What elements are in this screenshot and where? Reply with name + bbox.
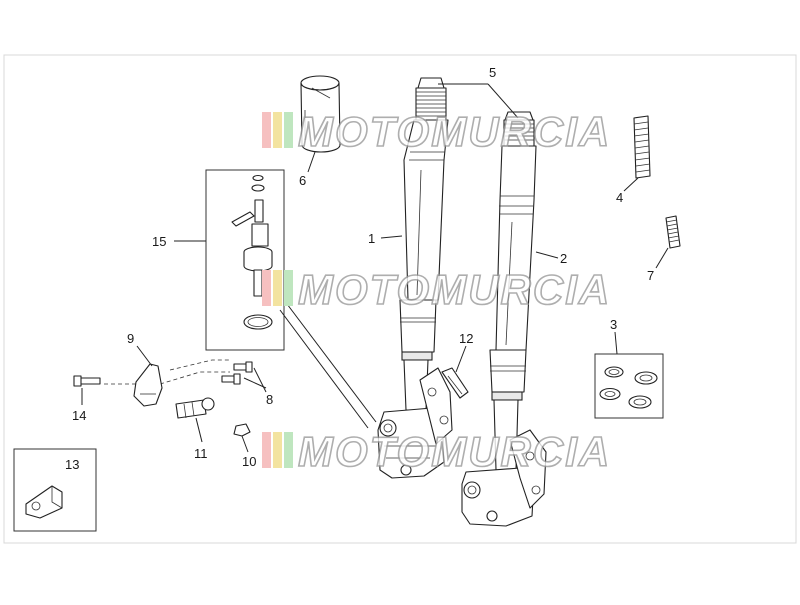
watermark-bar-red	[262, 432, 271, 468]
callout-11[interactable]: 11	[194, 446, 208, 461]
watermark: MOTOMURCIA	[262, 107, 611, 156]
callout-labels: 1 2 3 4 5 6 7 8 9 10 11 12 13 14 15	[65, 65, 654, 472]
watermark-bar-green	[284, 112, 293, 148]
watermark-bar-yellow	[273, 432, 282, 468]
callout-15[interactable]: 15	[152, 234, 166, 249]
seal-kit-box[interactable]	[594, 353, 664, 419]
callout-8[interactable]: 8	[266, 392, 273, 407]
callout-6[interactable]: 6	[299, 173, 306, 188]
callout-14[interactable]: 14	[72, 408, 86, 423]
spring-small[interactable]	[665, 215, 681, 249]
diagram-frame	[3, 54, 797, 544]
fork-leg-left[interactable]	[377, 77, 453, 479]
callout-7[interactable]: 7	[647, 268, 654, 283]
watermark-text: MOTOMURCIA	[298, 108, 611, 155]
watermark-bar-red	[262, 112, 271, 148]
clamp-box[interactable]	[13, 448, 97, 532]
leader-lines	[81, 83, 669, 453]
watermark-text: MOTOMURCIA	[298, 266, 611, 313]
callout-12[interactable]: 12	[459, 331, 473, 346]
callout-3[interactable]: 3	[610, 317, 617, 332]
watermark: MOTOMURCIA	[262, 265, 611, 314]
small-bracket-part[interactable]	[441, 367, 469, 399]
bracket-assembly[interactable]	[73, 359, 253, 437]
callout-10[interactable]: 10	[242, 454, 256, 469]
fork-cap-sleeve[interactable]	[300, 75, 341, 153]
watermark-text: MOTOMURCIA	[298, 428, 611, 475]
callout-5[interactable]: 5	[489, 65, 496, 80]
watermark-bar-red	[262, 270, 271, 306]
callout-9[interactable]: 9	[127, 331, 134, 346]
watermark-bar-yellow	[273, 270, 282, 306]
watermark-bar-green	[284, 270, 293, 306]
callout-13[interactable]: 13	[65, 457, 79, 472]
watermark-bar-yellow	[273, 112, 282, 148]
fork-leg-right[interactable]	[461, 111, 547, 527]
callout-4[interactable]: 4	[616, 190, 623, 205]
spring-large[interactable]	[633, 115, 651, 179]
callout-2[interactable]: 2	[560, 251, 567, 266]
callout-1[interactable]: 1	[368, 231, 375, 246]
cartridge-group-box[interactable]	[205, 169, 285, 351]
watermark: MOTOMURCIA	[262, 427, 611, 476]
watermark-bar-green	[284, 432, 293, 468]
